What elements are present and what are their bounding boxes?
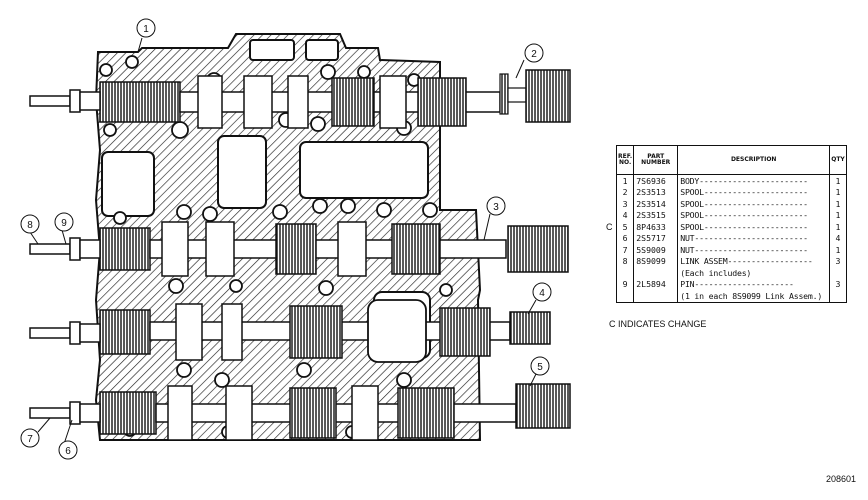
callout-8: 8 — [20, 214, 40, 234]
cell-description: LINK ASSEM------------------ — [677, 255, 831, 267]
cell-ref — [615, 267, 635, 279]
cell-ref: 6 — [615, 232, 635, 244]
leader-lines — [29, 37, 537, 445]
cell-part-number: 2S3515 — [633, 209, 679, 221]
spool-ref-3 — [99, 221, 569, 277]
cell-part-number: 2S5717 — [633, 232, 679, 244]
callout-5: 5 — [530, 356, 550, 376]
callout-7: 7 — [20, 428, 40, 448]
cell-description: SPOOL---------------------- — [677, 186, 831, 198]
table-row: (Each includes) — [615, 267, 847, 279]
header-part-number: PART NUMBER — [633, 145, 679, 175]
cell-qty: 1 — [829, 221, 847, 233]
header-ref-no: REF. NO. — [615, 145, 635, 175]
cell-qty: 4 — [829, 232, 847, 244]
change-marker: C — [606, 222, 613, 232]
svg-text:9: 9 — [61, 218, 67, 229]
callout-4: 4 — [532, 282, 552, 302]
cell-description: NUT------------------------ — [677, 244, 831, 256]
table-row: (1 in each 8S9099 Link Assem.) — [615, 290, 847, 303]
cell-part-number: 8S9099 — [633, 255, 679, 267]
svg-text:6: 6 — [65, 446, 71, 457]
valve-body-diagram: 1 2 3 4 5 6 7 8 9 — [20, 18, 571, 460]
cell-qty: 1 — [829, 186, 847, 198]
cell-part-number — [633, 290, 679, 303]
cell-description: (1 in each 8S9099 Link Assem.) — [677, 290, 831, 303]
change-note: C INDICATES CHANGE — [609, 319, 707, 329]
cell-qty: 3 — [829, 278, 847, 290]
cell-description: NUT------------------------ — [677, 232, 831, 244]
cell-ref: 9 — [615, 278, 635, 290]
svg-text:7: 7 — [27, 434, 33, 445]
cell-ref: 2 — [615, 186, 635, 198]
cell-description: SPOOL---------------------- — [677, 198, 831, 210]
cell-part-number: 5S9009 — [633, 244, 679, 256]
cell-ref: 5 — [615, 221, 635, 233]
cell-ref: 7 — [615, 244, 635, 256]
cell-qty: 3 — [829, 255, 847, 267]
spool-ref-2 — [99, 69, 571, 129]
cell-part-number: 2S3514 — [633, 198, 679, 210]
cell-description: SPOOL---------------------- — [677, 221, 831, 233]
cell-part-number: 7S6936 — [633, 174, 679, 187]
cell-ref: 3 — [615, 198, 635, 210]
header-qty: QTY — [829, 145, 847, 175]
cell-part-number: 2L5894 — [633, 278, 679, 290]
cell-ref — [615, 290, 635, 303]
callout-6: 6 — [58, 440, 78, 460]
svg-text:2: 2 — [531, 49, 537, 60]
svg-text:5: 5 — [537, 362, 543, 373]
drawing-number: 208601 — [826, 474, 857, 484]
callout-9: 9 — [54, 212, 74, 232]
callout-3: 3 — [486, 196, 506, 216]
cell-part-number — [633, 267, 679, 279]
spool-ref-5 — [99, 383, 571, 441]
svg-text:1: 1 — [143, 24, 149, 35]
cell-ref: 4 — [615, 209, 635, 221]
cell-qty: 1 — [829, 174, 847, 187]
header-description: DESCRIPTION — [677, 145, 831, 175]
svg-text:8: 8 — [27, 220, 33, 231]
cell-ref: 1 — [615, 174, 635, 187]
cell-ref: 8 — [615, 255, 635, 267]
spool-ref-4 — [99, 299, 551, 363]
cell-description: PIN--------------------- — [677, 278, 831, 290]
cell-description: SPOOL---------------------- — [677, 209, 831, 221]
cell-description: (Each includes) — [677, 267, 831, 279]
callout-1: 1 — [136, 18, 156, 38]
cell-qty: 1 — [829, 198, 847, 210]
cell-qty: 1 — [829, 244, 847, 256]
table-header-row: REF. NO. PART NUMBER DESCRIPTION QTY — [615, 145, 847, 175]
cell-qty — [829, 267, 847, 279]
svg-text:4: 4 — [539, 288, 545, 299]
cell-description: BODY----------------------- — [677, 174, 831, 187]
svg-text:3: 3 — [493, 202, 499, 213]
callout-2: 2 — [524, 43, 544, 63]
link-assemblies — [29, 89, 101, 425]
cell-part-number: 8P4633 — [633, 221, 679, 233]
cell-qty — [829, 290, 847, 303]
cell-part-number: 2S3513 — [633, 186, 679, 198]
cell-qty: 1 — [829, 209, 847, 221]
